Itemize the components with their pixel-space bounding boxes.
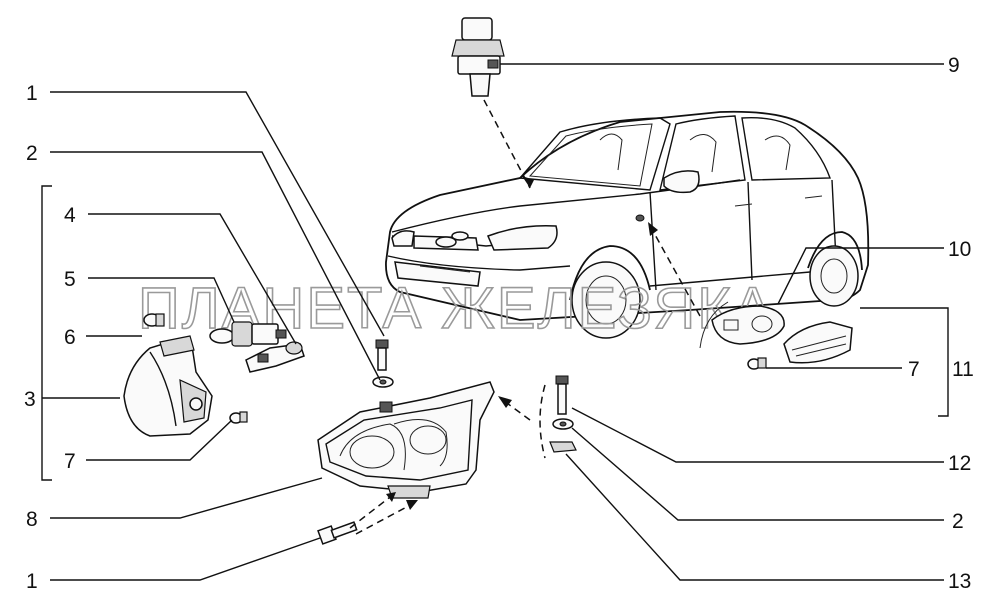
callout-8: 8 bbox=[26, 508, 38, 531]
callout-11: 11 bbox=[952, 358, 974, 381]
callout-1-top: 1 bbox=[26, 82, 38, 105]
washer-2-right bbox=[552, 418, 574, 430]
car-sedan bbox=[385, 110, 870, 339]
callout-5: 5 bbox=[64, 268, 76, 291]
callout-13: 13 bbox=[948, 570, 971, 593]
callout-7-right: 7 bbox=[908, 358, 920, 381]
callout-4: 4 bbox=[64, 204, 76, 227]
small-bulb-7-right bbox=[747, 357, 767, 370]
callout-labels: 1 2 4 5 6 3 7 8 1 9 10 7 11 12 2 13 bbox=[24, 54, 974, 593]
callout-2-right: 2 bbox=[952, 510, 964, 533]
bracket-3 bbox=[41, 185, 120, 481]
bolt-1-bottom bbox=[317, 521, 358, 545]
callout-6: 6 bbox=[64, 326, 76, 349]
washer-2-left bbox=[372, 376, 394, 388]
callout-10: 10 bbox=[948, 238, 971, 261]
callout-2-left: 2 bbox=[26, 142, 38, 165]
nut-13 bbox=[549, 441, 577, 453]
small-bulb-6 bbox=[143, 313, 165, 327]
bracket-11 bbox=[860, 307, 949, 417]
small-bulb-7-left bbox=[229, 411, 248, 424]
callout-9: 9 bbox=[948, 54, 960, 77]
repeater-gasket-part bbox=[699, 301, 785, 349]
bolt-1-top bbox=[375, 339, 389, 371]
side-repeater-lens-part bbox=[783, 321, 853, 364]
headlamp-housing-part bbox=[317, 381, 495, 499]
callout-12: 12 bbox=[948, 452, 971, 475]
callout-7-left: 7 bbox=[64, 450, 76, 473]
bulb-socket-part bbox=[451, 17, 505, 97]
leader-lines bbox=[50, 63, 944, 581]
halogen-bulb-part bbox=[209, 321, 287, 347]
bulb-holder-part bbox=[245, 341, 305, 373]
callout-3: 3 bbox=[24, 388, 36, 411]
assembly-arrows bbox=[349, 99, 701, 535]
bolt-12-right bbox=[555, 375, 569, 415]
callout-1-bottom: 1 bbox=[26, 570, 38, 593]
fog-lamp-part bbox=[123, 335, 213, 437]
